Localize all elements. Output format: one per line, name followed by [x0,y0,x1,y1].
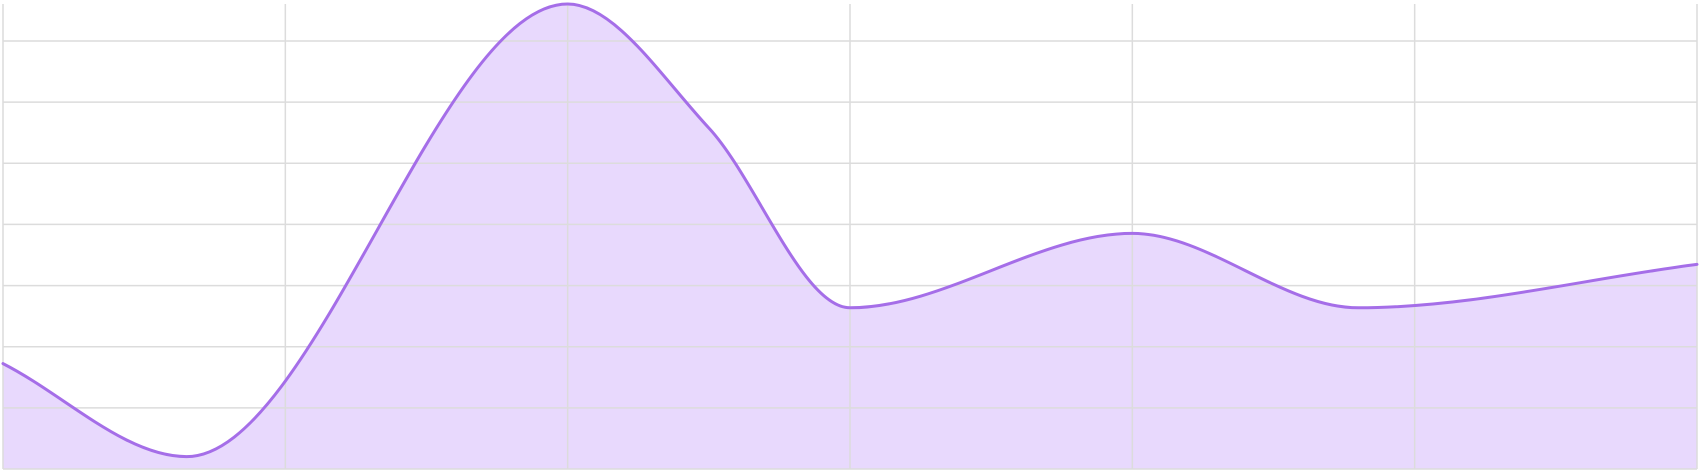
grid-layer [2,4,1698,470]
series-area [3,4,1697,469]
series-line [1,2,1699,459]
line-layer [1,2,1699,459]
area-layer [3,4,1697,469]
